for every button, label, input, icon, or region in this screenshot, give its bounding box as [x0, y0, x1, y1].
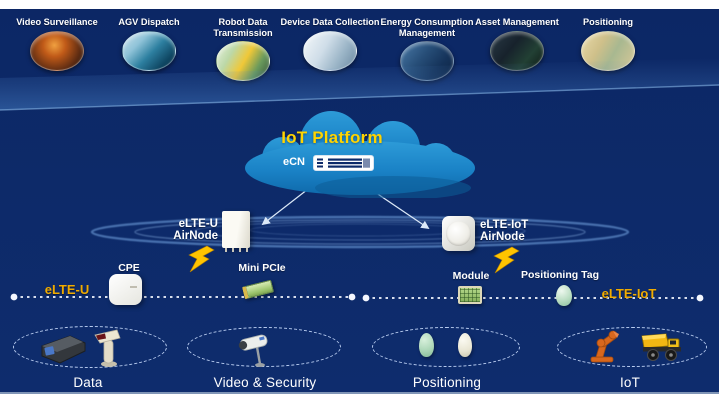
airnode-name-line1: eLTE-U: [178, 218, 218, 230]
banner-label: Positioning: [582, 17, 633, 27]
elte-iot-access-line: [362, 294, 704, 302]
elte-u-airnode-label: eLTE-U AirNode: [144, 218, 218, 242]
agv-vehicle-photo: [122, 30, 176, 71]
cctv-camera-icon: [238, 334, 268, 367]
cpe-label: CPE: [118, 262, 140, 274]
elte-iot-network-label: eLTE-IoT: [601, 286, 657, 301]
elte-u-network-label: eLTE-U: [44, 282, 90, 297]
barcode-scanner-icon: [94, 329, 121, 367]
iot-group-label: IoT: [619, 375, 641, 390]
white-tag-icon: [458, 333, 472, 357]
mini-pcie-label: Mini PCIe: [238, 262, 286, 274]
elte-iot-airnode-label: eLTE-IoT AirNode: [480, 219, 564, 243]
bottom-divider: [0, 392, 719, 394]
dump-truck-icon: [641, 333, 681, 361]
robot-arm-icon: [590, 330, 619, 363]
data-group-label: Data: [73, 375, 103, 390]
banner-label: Energy Consumption Management: [380, 17, 474, 38]
iot-group-ellipse: [557, 327, 707, 367]
positioning-tag-icon: [556, 285, 572, 306]
elte-u-access-line: [10, 293, 356, 301]
diagram-canvas: Video Surveillance AGV Dispatch Robot Da…: [0, 9, 719, 392]
module-label: Module: [452, 270, 490, 282]
outdoor-unit-icon: [222, 211, 250, 252]
positioning-group-label: Positioning: [412, 375, 482, 390]
positioning-tag-label: Positioning Tag: [521, 269, 599, 281]
cloud-title: IoT Platform: [281, 128, 383, 147]
module-chip-icon: [458, 286, 482, 304]
banner-sheen: [0, 58, 719, 111]
green-tag-icon: [419, 333, 434, 357]
factory-floor-photo: [303, 30, 357, 71]
lightning-bolt-right: [493, 246, 520, 274]
ecn-label: eCN: [282, 156, 305, 168]
banner-label: Robot Data Transmission: [213, 17, 273, 38]
cpe-device-icon: [109, 274, 142, 305]
server-icon: [313, 155, 374, 171]
data-terminal-icon: [41, 335, 86, 364]
banner-label: AGV Dispatch: [118, 17, 180, 27]
banner-label: Device Data Collection: [280, 17, 380, 27]
data-group-ellipse: [13, 326, 167, 368]
iot-platform-cloud: [245, 111, 475, 198]
banner-label: Asset Management: [475, 17, 559, 27]
firefighter-photo: [30, 30, 84, 71]
lightning-bolt-left: [188, 245, 215, 273]
airnode-name-line2: AirNode: [173, 229, 218, 242]
airnode-name-line1: eLTE-IoT: [480, 219, 529, 231]
positioning-group-ellipse: [372, 327, 520, 367]
banner-item-video-surveillance: Video Surveillance: [5, 9, 109, 71]
video-security-group-ellipse: [187, 327, 341, 367]
banner-item-agv-dispatch: AGV Dispatch: [97, 9, 201, 71]
platform-rings: [90, 215, 630, 249]
airnode-name-line2: AirNode: [480, 230, 525, 243]
dome-unit-icon: [442, 216, 475, 251]
banner-label: Video Surveillance: [16, 17, 98, 27]
video-security-group-label: Video & Security: [213, 375, 317, 390]
banner-item-device-data: Device Data Collection: [278, 9, 382, 71]
